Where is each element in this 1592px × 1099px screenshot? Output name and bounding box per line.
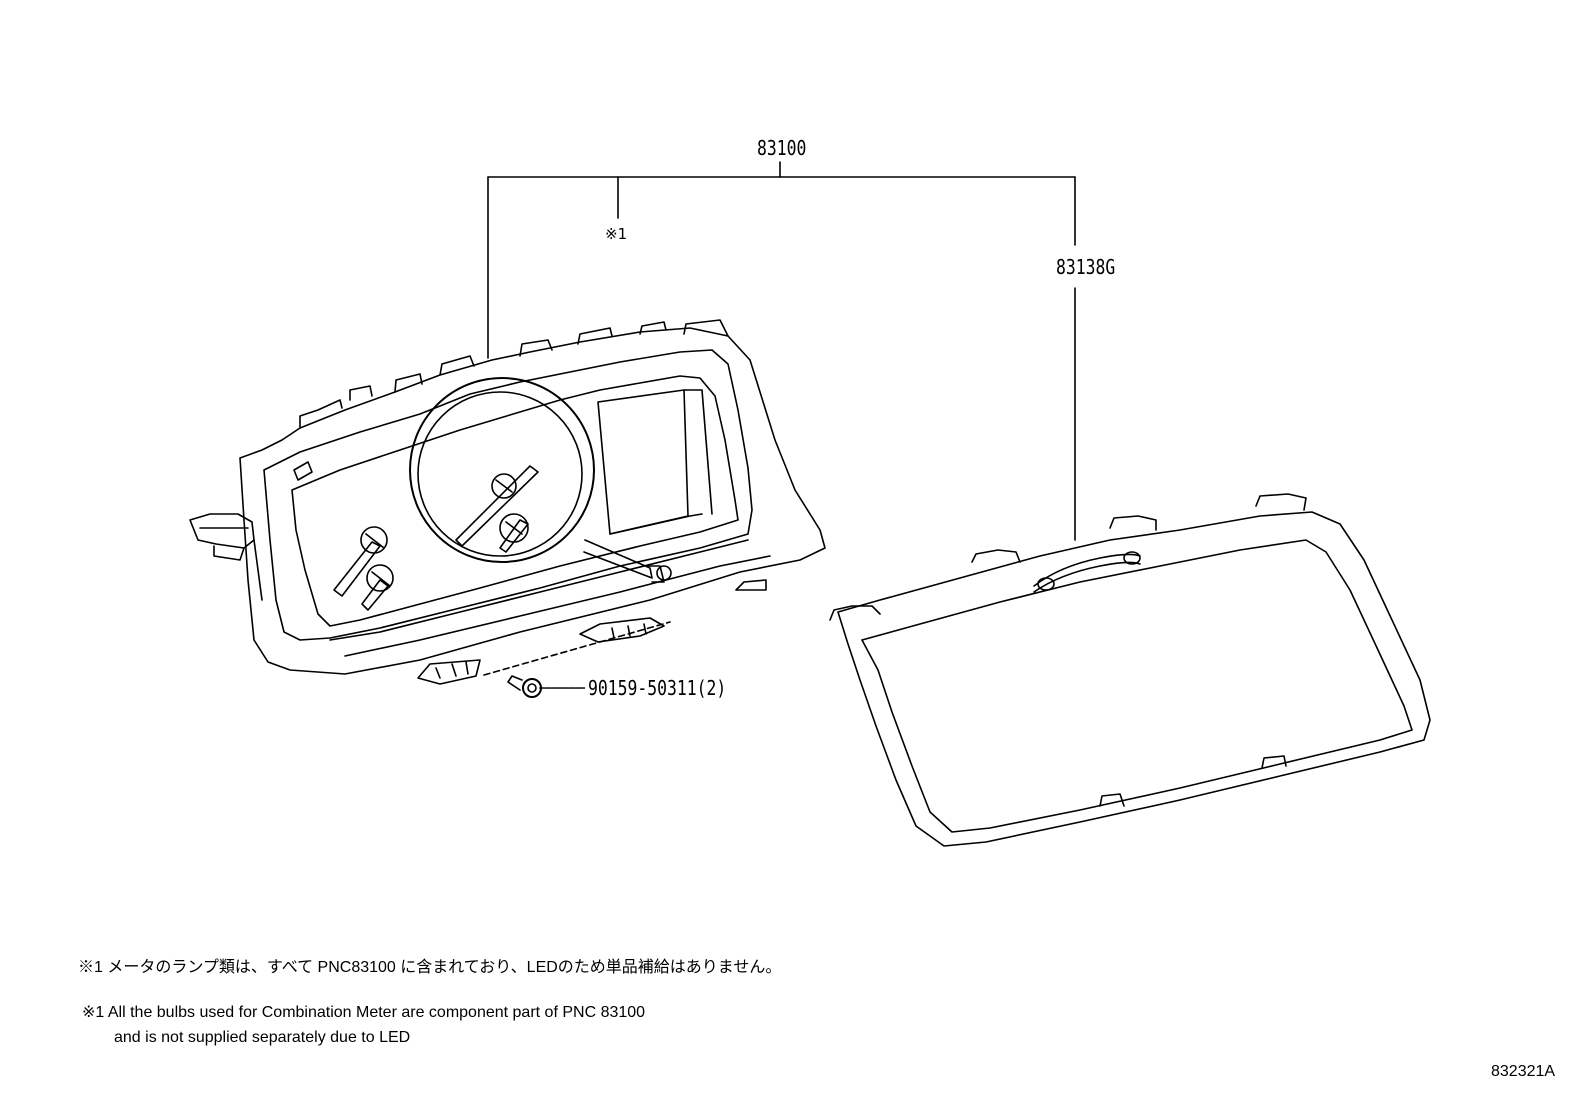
callout-83138g: 83138G [1056, 255, 1116, 279]
note-english-line2: and is not supplied separately due to LE… [114, 1029, 411, 1046]
combination-meter-assembly [189, 319, 826, 685]
leader-lines [483, 161, 1076, 689]
callout-ref-mark: ※1 [605, 225, 628, 243]
figure-id: 832321A [1491, 1063, 1556, 1080]
note-japanese: ※1 メータのランプ類は、すべて PNC83100 に含まれており、LEDのため… [78, 959, 782, 976]
callout-90159-50311: 90159-50311(2) [588, 676, 727, 700]
note-english-line1: ※1 All the bulbs used for Combination Me… [82, 1004, 646, 1021]
callout-83100: 83100 [757, 136, 807, 160]
screw-90159 [507, 675, 542, 698]
meter-glass-lens [829, 493, 1431, 847]
